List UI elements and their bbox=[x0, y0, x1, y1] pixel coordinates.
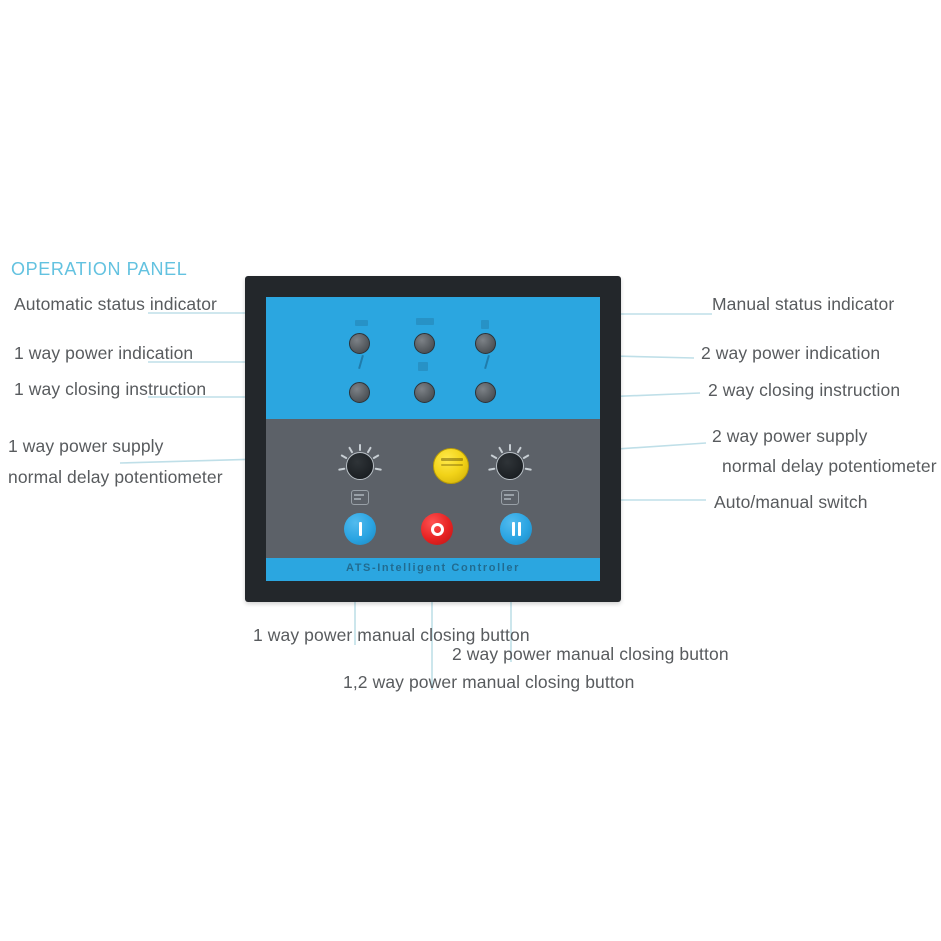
callout-1way-closing-instruction: 1 way closing instruction bbox=[14, 379, 207, 399]
glyph-two-icon bbox=[511, 522, 521, 536]
callout-1way-power-indication: 1 way power indication bbox=[14, 343, 194, 363]
delay-timer-icon bbox=[501, 490, 519, 505]
led-tag-1way-power bbox=[355, 320, 368, 326]
pot-tick bbox=[338, 467, 346, 471]
pot-tick bbox=[509, 444, 511, 451]
brand-strip: ATS-Intelligent Controller bbox=[266, 558, 600, 581]
pot-tick bbox=[374, 467, 382, 471]
delay-timer-icon bbox=[351, 490, 369, 505]
indicator-zone bbox=[266, 297, 600, 419]
led-tag-automatic-status bbox=[416, 318, 434, 325]
pot-tick bbox=[340, 454, 348, 460]
page-title: OPERATION PANEL bbox=[11, 259, 188, 279]
led-2way-closing-instruction bbox=[475, 382, 496, 403]
callout-1-2way-power-manual-closing-button: 1,2 way power manual closing button bbox=[343, 672, 635, 692]
pot-tick bbox=[366, 446, 372, 454]
device-faceplate: ATS-Intelligent Controller bbox=[266, 297, 600, 581]
pot-tick bbox=[359, 444, 361, 451]
led-tag-manual-status bbox=[418, 362, 428, 371]
led-1way-power-indication bbox=[349, 333, 370, 354]
led-1way-closing-instruction bbox=[349, 382, 370, 403]
callout-2way-power-indication: 2 way power indication bbox=[701, 343, 881, 363]
callout-manual-status-indicator: Manual status indicator bbox=[712, 294, 895, 314]
led-manual-status-indicator bbox=[414, 382, 435, 403]
glyph-bar bbox=[517, 522, 521, 536]
callout-1way-normal-delay-potentiometer: normal delay potentiometer bbox=[8, 467, 223, 487]
callout-auto-manual-switch: Auto/manual switch bbox=[714, 492, 868, 512]
pot-tick bbox=[498, 446, 504, 454]
callout-1way-power-supply: 1 way power supply bbox=[8, 436, 164, 456]
callout-automatic-status-indicator: Automatic status indicator bbox=[14, 294, 217, 314]
pot-tick bbox=[488, 467, 496, 471]
control-zone bbox=[266, 419, 600, 558]
pot-knob[interactable] bbox=[496, 452, 524, 480]
potentiometer-1way-normal-delay[interactable] bbox=[338, 444, 382, 505]
pot-tick bbox=[524, 467, 532, 471]
callout-2way-power-manual-closing-button: 2 way power manual closing button bbox=[452, 644, 729, 664]
brand-label: ATS-Intelligent Controller bbox=[345, 562, 520, 574]
callout-2way-closing-instruction: 2 way closing instruction bbox=[708, 380, 901, 400]
auto-manual-mark bbox=[441, 464, 463, 466]
callout-1way-power-manual-closing-button: 1 way power manual closing button bbox=[253, 625, 530, 645]
pot-tick bbox=[516, 446, 522, 454]
auto-manual-switch[interactable] bbox=[433, 448, 469, 484]
callout-2way-power-supply: 2 way power supply bbox=[712, 426, 868, 446]
led-link-1way bbox=[358, 354, 364, 370]
ats-controller-device: ATS-Intelligent Controller bbox=[245, 276, 621, 602]
pot-tick bbox=[372, 454, 380, 460]
pot-tick bbox=[490, 454, 498, 460]
led-automatic-status-indicator bbox=[414, 333, 435, 354]
led-link-2way bbox=[484, 354, 490, 370]
pot-tick bbox=[348, 446, 354, 454]
glyph-bar bbox=[511, 522, 515, 536]
callout-2way-normal-delay-potentiometer: normal delay potentiometer bbox=[722, 456, 937, 476]
led-2way-power-indication bbox=[475, 333, 496, 354]
button-2way-manual-closing[interactable] bbox=[500, 513, 532, 545]
potentiometer-2way-normal-delay[interactable] bbox=[488, 444, 532, 505]
pot-knob[interactable] bbox=[346, 452, 374, 480]
led-tag-2way-power bbox=[481, 320, 489, 329]
glyph-one-icon bbox=[358, 522, 362, 536]
button-1way-manual-closing[interactable] bbox=[344, 513, 376, 545]
button-12way-manual-closing[interactable] bbox=[421, 513, 453, 545]
glyph-off-icon bbox=[430, 522, 444, 536]
auto-manual-mark bbox=[441, 458, 463, 461]
pot-tick bbox=[522, 454, 530, 460]
